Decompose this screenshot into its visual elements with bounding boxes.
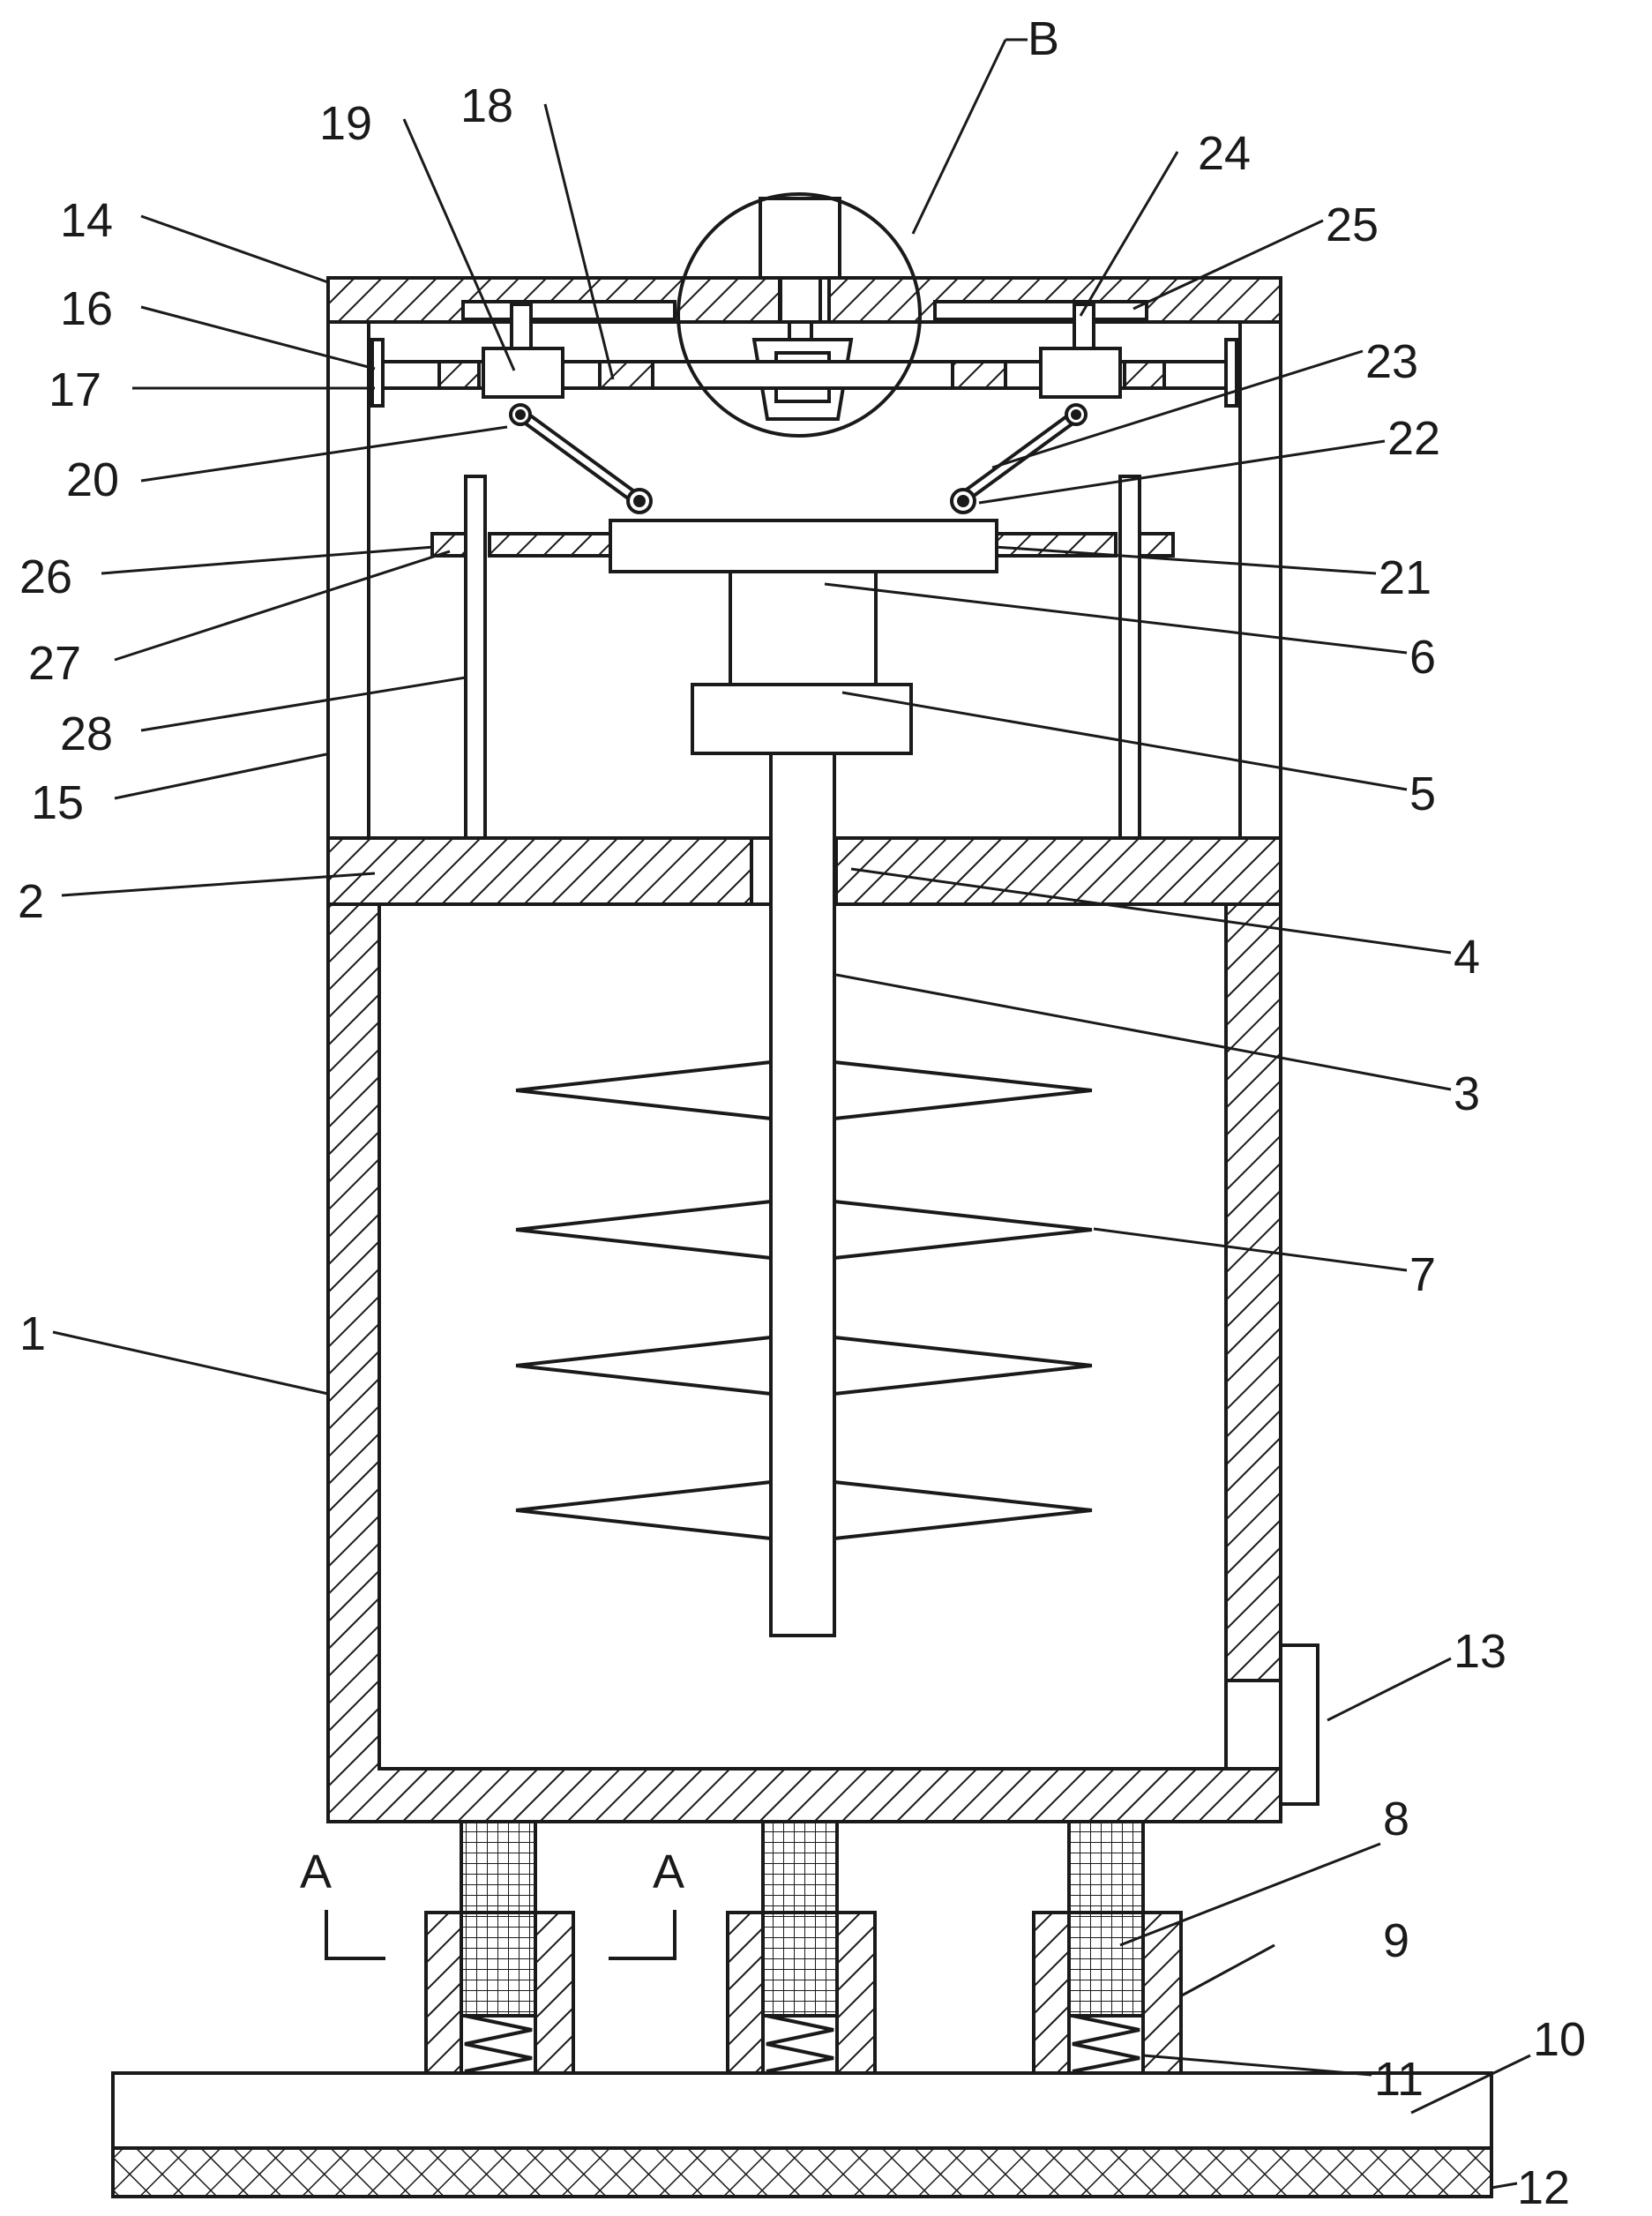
detail-label-b: B xyxy=(1028,12,1059,65)
callout-label-5: 5 xyxy=(1409,767,1436,820)
callout-label-24: 24 xyxy=(1198,127,1251,180)
left-link xyxy=(509,403,653,514)
callout-label-15: 15 xyxy=(31,776,84,829)
callout-label-27: 27 xyxy=(28,637,81,690)
stirring-blades xyxy=(515,1060,1093,1540)
callout-label-22: 22 xyxy=(1387,412,1440,465)
leader-lines xyxy=(52,103,1531,2190)
leg-left xyxy=(424,1820,575,2075)
callout-label-10: 10 xyxy=(1533,2013,1586,2066)
leg-middle xyxy=(726,1820,877,2075)
callout-label-8: 8 xyxy=(1383,1793,1409,1845)
callout-label-4: 4 xyxy=(1454,931,1480,984)
guide-posts xyxy=(464,475,1141,840)
callout-label-3: 3 xyxy=(1454,1067,1480,1120)
left-slider xyxy=(482,303,564,399)
callout-label-19: 19 xyxy=(319,97,372,150)
section-label-a-left: A xyxy=(300,1845,332,1898)
callout-label-16: 16 xyxy=(60,282,113,335)
callout-label-7: 7 xyxy=(1409,1248,1436,1301)
callout-label-25: 25 xyxy=(1326,198,1379,251)
outlet-valve xyxy=(1224,1643,1319,1806)
base-plate xyxy=(111,2071,1493,2150)
callout-label-20: 20 xyxy=(66,453,119,506)
callout-label-18: 18 xyxy=(460,79,513,132)
support-frame xyxy=(326,278,1282,838)
callout-label-14: 14 xyxy=(60,194,113,247)
callout-label-28: 28 xyxy=(60,707,113,760)
callout-label-2: 2 xyxy=(18,875,44,928)
right-slider xyxy=(1039,303,1122,399)
section-label-a-right: A xyxy=(653,1845,684,1898)
callout-label-23: 23 xyxy=(1365,335,1418,388)
callout-label-11: 11 xyxy=(1374,2053,1424,2106)
callout-labels: 1234567891011121314151617181920212223242… xyxy=(18,12,1586,2214)
detail-circle-b xyxy=(676,38,1028,438)
leg-right xyxy=(1032,1820,1183,2075)
coupling xyxy=(691,683,913,755)
callout-label-9: 9 xyxy=(1383,1914,1409,1967)
callout-label-26: 26 xyxy=(19,550,72,603)
callout-label-1: 1 xyxy=(19,1307,46,1360)
section-marks xyxy=(325,1910,676,1960)
callout-label-21: 21 xyxy=(1379,551,1431,604)
anti-slip-pad xyxy=(111,2146,1493,2198)
callout-label-13: 13 xyxy=(1454,1625,1506,1678)
callout-label-17: 17 xyxy=(49,363,101,416)
callout-label-6: 6 xyxy=(1409,631,1436,684)
lift-plate xyxy=(430,519,1175,573)
stirring-shaft xyxy=(769,752,836,1637)
callout-label-12: 12 xyxy=(1517,2161,1570,2212)
